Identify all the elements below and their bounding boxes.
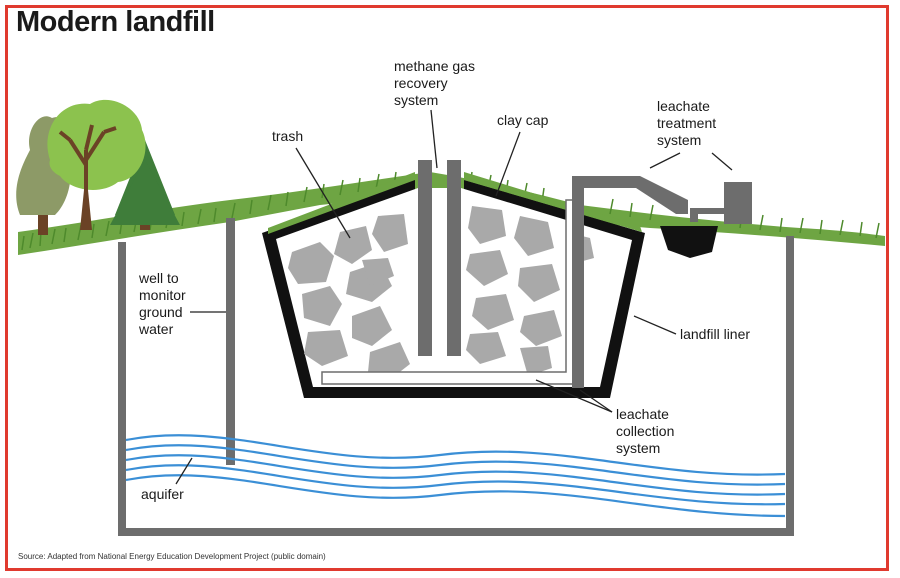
aquifer-water [125, 434, 786, 518]
source-note: Source: Adapted from National Energy Edu… [18, 552, 326, 561]
boundary-wall [118, 236, 794, 536]
leader-lines [175, 109, 733, 485]
label-aquifer: aquifer [141, 486, 184, 502]
tree-green [47, 99, 146, 230]
tree-dark [110, 140, 180, 230]
leachate-riser [572, 176, 688, 388]
label-methane-gas-recovery: methane gas recovery system [394, 58, 475, 108]
trash-rocks [288, 206, 594, 378]
diagram-title: Modern landfill [16, 6, 215, 38]
well-pipe [226, 218, 235, 465]
treatment-pipe [690, 208, 726, 222]
label-clay-cap: clay cap [497, 112, 549, 128]
label-leachate-treatment: leachate treatment system [657, 98, 717, 148]
treatment-pond [660, 226, 718, 258]
treatment-tank [724, 182, 752, 224]
methane-pipe-right [447, 160, 461, 356]
methane-pipe-left [418, 160, 432, 356]
clay-cap [268, 172, 642, 234]
label-trash: trash [272, 128, 304, 144]
label-leachate-collection: leachate collection system [616, 406, 675, 456]
label-landfill-liner: landfill liner [680, 326, 751, 342]
label-well: well to monitor ground water [139, 270, 186, 337]
